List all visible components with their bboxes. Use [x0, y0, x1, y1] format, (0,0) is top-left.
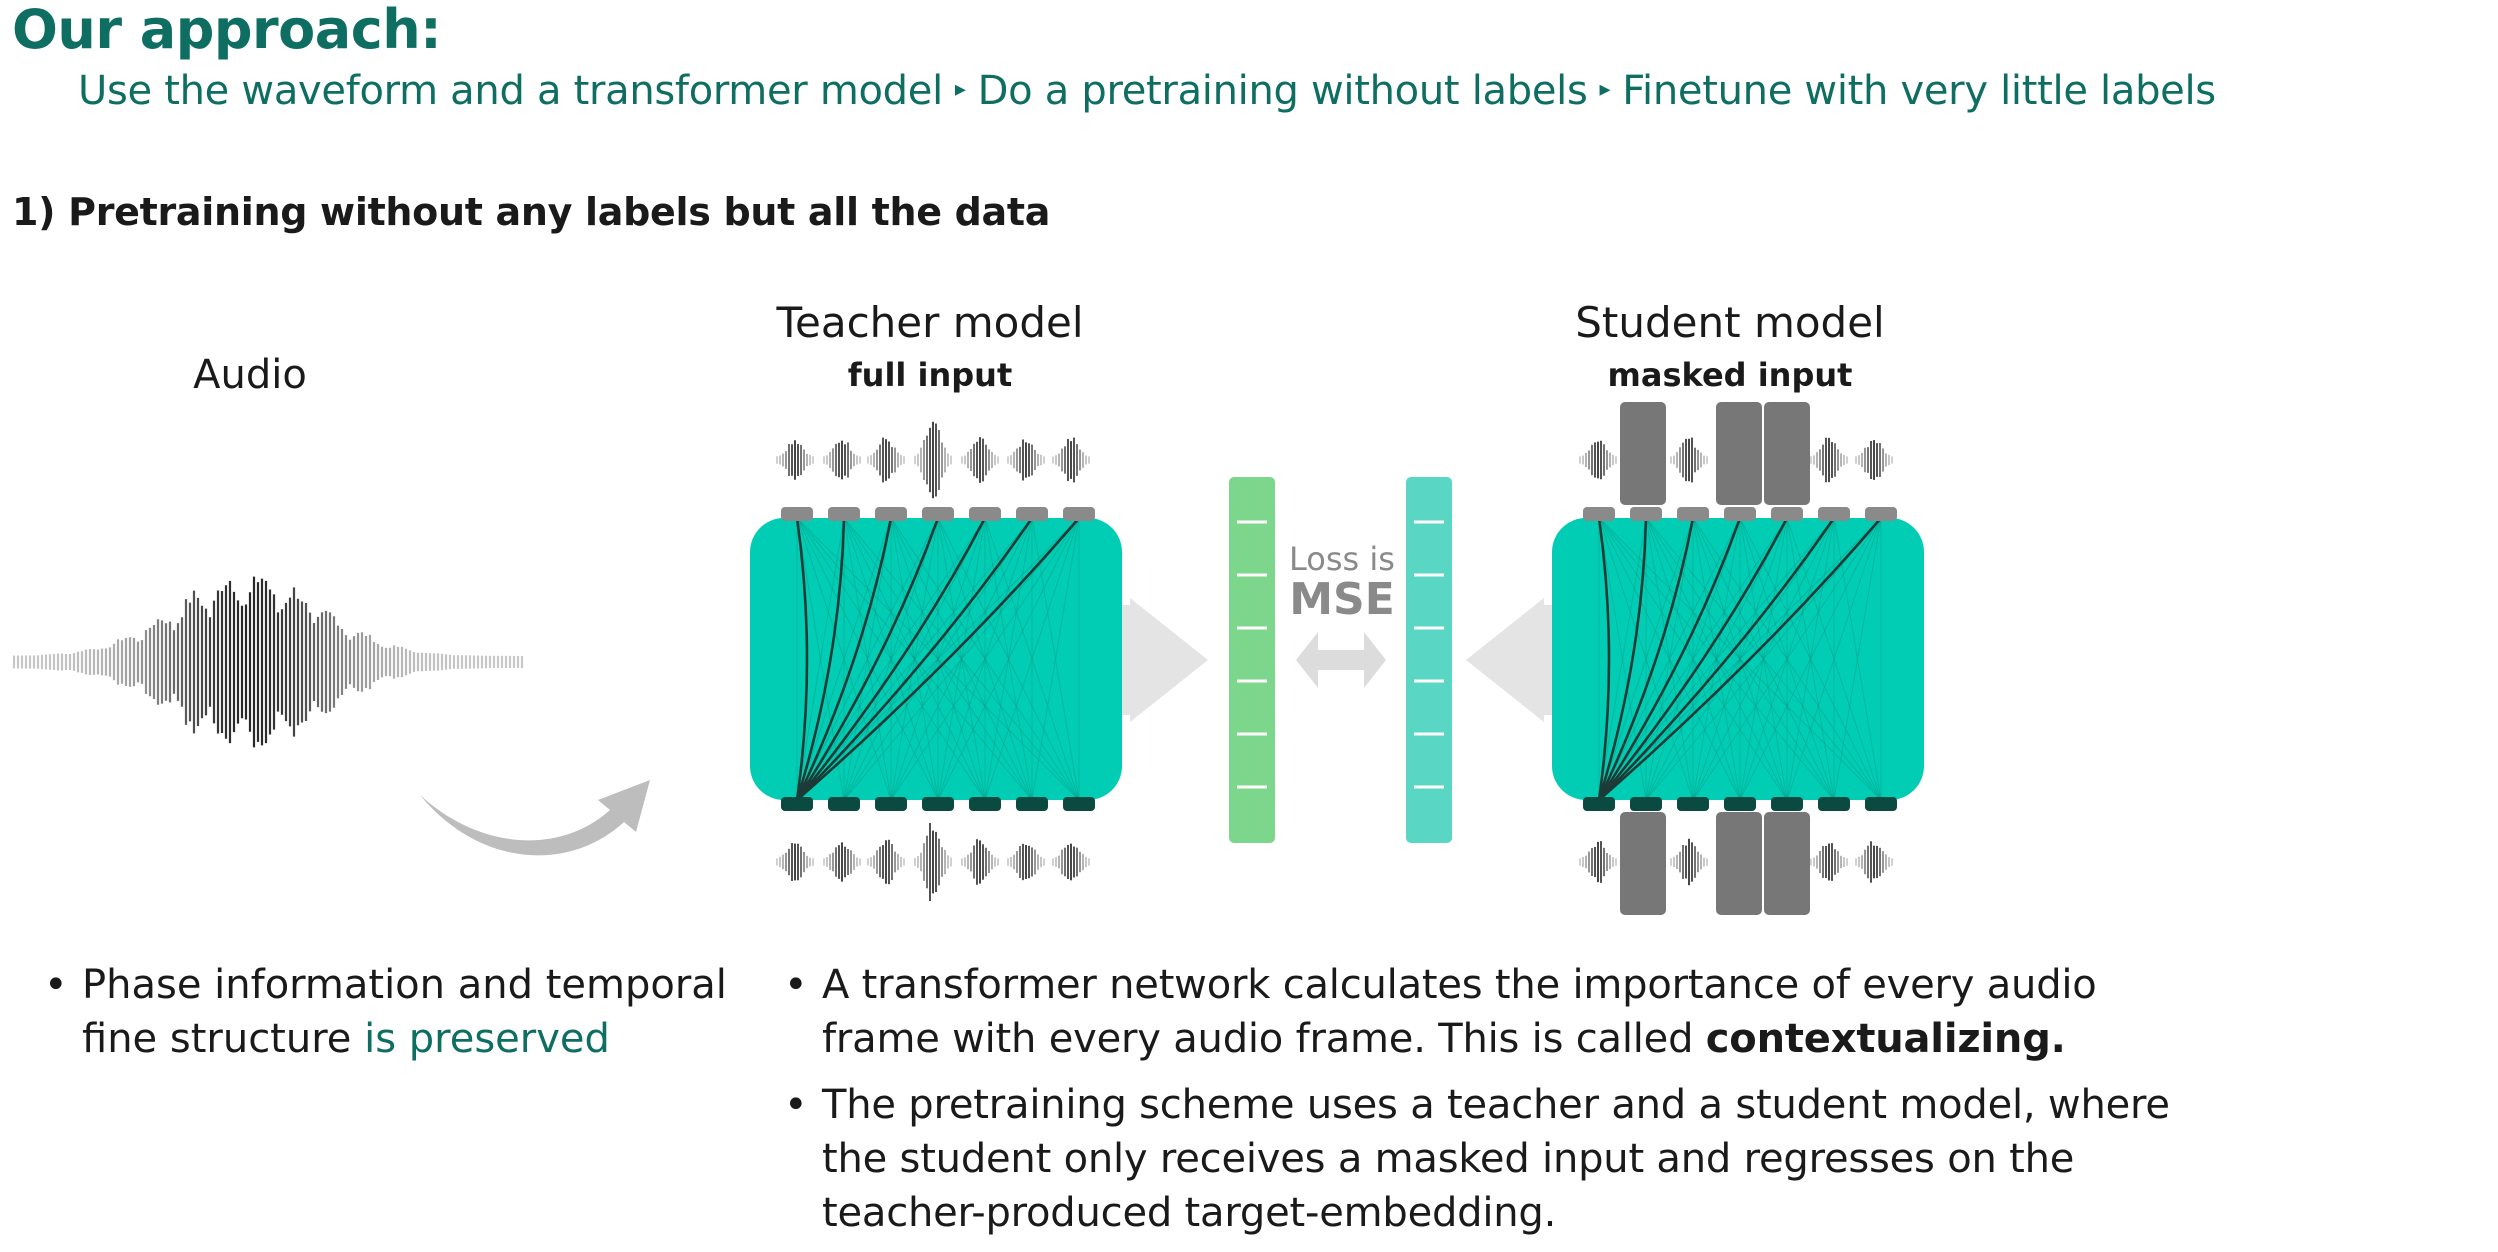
step-arrow-icon: ▸	[954, 76, 966, 102]
audio-label: Audio	[193, 352, 307, 398]
waveform-icon	[776, 421, 1090, 499]
teacher-transformer	[750, 507, 1122, 811]
step-3: Finetune with very little labels	[1622, 68, 2216, 114]
right-bullet-list: A transformer network calculates the imp…	[784, 958, 2184, 1252]
step-2: Do a pretraining without labels	[977, 68, 1588, 114]
student-embedding	[1406, 477, 1452, 843]
teacher-subtitle: full input	[847, 356, 1013, 394]
bold-text: contextualizing.	[1705, 1016, 2066, 1062]
approach-steps: Use the waveform and a transformer model…	[78, 68, 2216, 114]
list-item: A transformer network calculates the imp…	[784, 958, 2184, 1066]
student-transformer	[1552, 507, 1924, 811]
page-title: Our approach:	[12, 0, 442, 61]
step-1: Use the waveform and a transformer model	[78, 68, 943, 114]
loss-line-2: MSE	[1289, 574, 1395, 625]
waveform-icon	[12, 576, 524, 748]
left-bullet-list: Phase information and temporal fine stru…	[44, 958, 744, 1078]
teacher-title: Teacher model	[776, 298, 1084, 347]
teacher-embedding	[1229, 477, 1275, 843]
list-item: The pretraining scheme uses a teacher an…	[784, 1078, 2184, 1240]
student-masks	[1620, 402, 1810, 915]
left-arrow-icon	[1466, 598, 1552, 722]
waveform-icon	[776, 822, 1090, 902]
list-item: Phase information and temporal fine stru…	[44, 958, 744, 1066]
student-title: Student model	[1575, 298, 1885, 347]
step-arrow-icon: ▸	[1599, 76, 1611, 102]
section-heading: 1) Pretraining without any labels but al…	[12, 190, 1051, 234]
double-arrow-icon	[1296, 632, 1386, 688]
right-arrow-icon	[1122, 598, 1208, 722]
loss-label: Loss is MSE	[1262, 540, 1422, 625]
accent-text: is preserved	[364, 1016, 610, 1062]
curved-arrow-icon	[420, 780, 650, 856]
loss-line-1: Loss is	[1289, 540, 1395, 578]
student-subtitle: masked input	[1607, 356, 1853, 394]
